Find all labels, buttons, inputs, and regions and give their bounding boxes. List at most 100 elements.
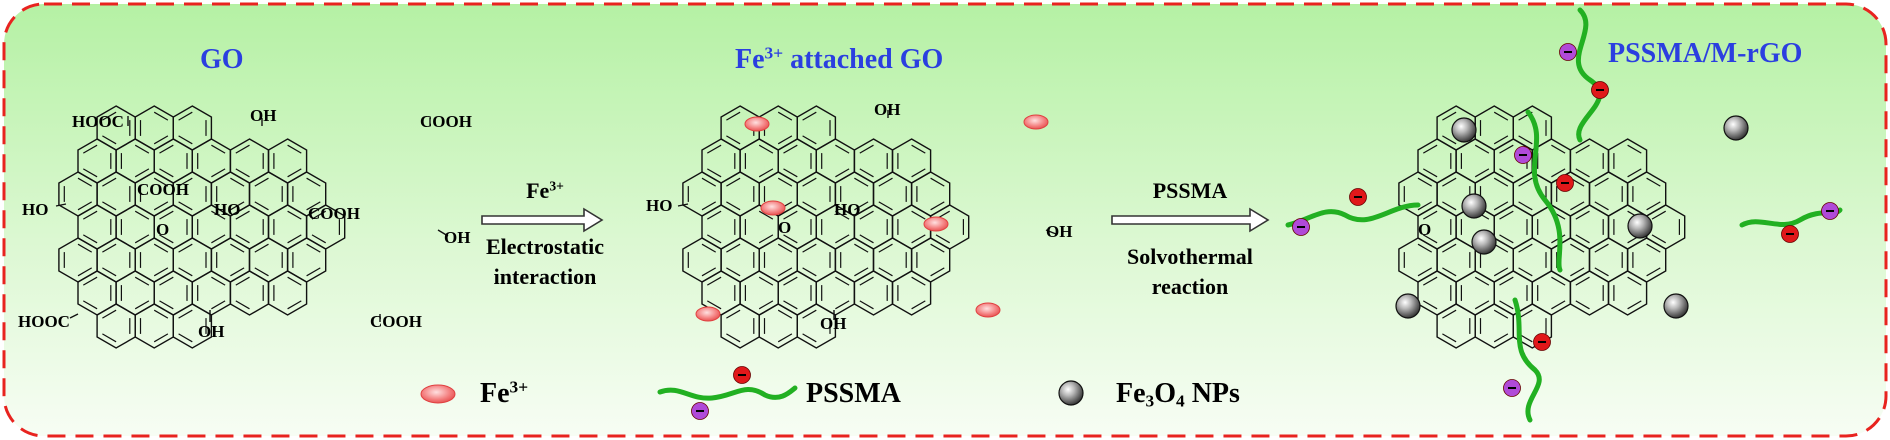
- go-title: GO: [200, 44, 244, 75]
- arrow-electrostatic: [481, 207, 604, 233]
- double-bond: [758, 300, 774, 310]
- double-bond: [1474, 144, 1490, 154]
- double-bond: [783, 144, 798, 154]
- double-bond: [254, 243, 269, 253]
- double-bond: [777, 309, 793, 319]
- hexagon-ring: [1607, 270, 1648, 316]
- substituent-bond: [55, 203, 67, 207]
- go-hooc-top: HOOC: [72, 112, 124, 131]
- double-bond: [235, 276, 250, 286]
- double-bond: [783, 276, 798, 286]
- go-ho-left: HO: [22, 200, 49, 219]
- double-bond: [1499, 234, 1514, 244]
- double-bond: [878, 243, 893, 253]
- double-bond: [1646, 201, 1661, 211]
- double-bond: [707, 234, 722, 244]
- pssma-mrgo-title: PSSMA/M-rGO: [1608, 38, 1803, 69]
- double-bond: [1646, 177, 1661, 187]
- go-hooc-bottom: HOOC: [18, 312, 70, 331]
- arrow1-bottom-line1: Electrostatic: [485, 234, 605, 259]
- hexagon-ring: [891, 270, 932, 316]
- double-bond: [287, 234, 302, 244]
- double-bond: [159, 300, 174, 310]
- double-bond: [77, 177, 92, 187]
- double-bond: [1417, 267, 1432, 277]
- double-bond: [159, 276, 174, 286]
- double-bond: [707, 168, 722, 178]
- substituent-bond: [69, 313, 79, 319]
- fe-attached-go-structure: [677, 105, 1057, 349]
- legend-pssma-label: PSSMA: [806, 378, 901, 409]
- fego-oh-top: OH: [874, 100, 901, 119]
- double-bond: [1499, 168, 1514, 178]
- double-bond: [1646, 267, 1661, 277]
- double-bond: [854, 243, 869, 253]
- double-bond: [134, 276, 150, 286]
- double-bond: [1627, 276, 1642, 286]
- double-bond: [1442, 177, 1457, 187]
- double-bond: [235, 168, 250, 178]
- double-bond: [134, 234, 150, 244]
- double-bond: [911, 144, 926, 154]
- fego-oh-right: OH: [1046, 222, 1073, 241]
- pssma-chain: [1285, 202, 1421, 228]
- double-bond: [802, 309, 817, 319]
- double-bond: [1423, 144, 1438, 154]
- double-bond: [1594, 201, 1609, 211]
- double-bond: [230, 243, 245, 253]
- arrow2-top-label: PSSMA: [1152, 178, 1228, 203]
- fe3-ion: [760, 200, 786, 216]
- double-bond: [777, 267, 793, 277]
- double-bond: [77, 243, 92, 253]
- fe3-ion: [975, 302, 1001, 318]
- double-bond: [1651, 234, 1666, 244]
- double-bond: [178, 267, 193, 277]
- double-bond: [1442, 333, 1457, 343]
- double-bond: [707, 276, 722, 286]
- double-bond: [1551, 276, 1566, 286]
- double-bond: [758, 276, 774, 286]
- double-bond: [1594, 267, 1609, 277]
- double-bond: [1570, 201, 1585, 211]
- double-bond: [1518, 201, 1533, 211]
- double-bond: [1627, 300, 1642, 310]
- double-bond: [1627, 144, 1642, 154]
- hexagon-ring: [796, 303, 837, 349]
- fe3o4-nanoparticle: [1627, 213, 1653, 239]
- double-bond: [83, 276, 98, 286]
- double-bond: [1442, 135, 1457, 145]
- double-bond: [1417, 201, 1432, 211]
- double-bond: [911, 168, 926, 178]
- fe3o4-nanoparticle: [1451, 117, 1477, 143]
- double-bond: [802, 177, 817, 187]
- double-bond: [911, 234, 926, 244]
- double-bond: [758, 234, 774, 244]
- double-bond: [1575, 300, 1590, 310]
- double-bond: [254, 267, 269, 277]
- double-bond: [1575, 210, 1590, 220]
- double-bond: [1594, 243, 1609, 253]
- double-bond: [153, 111, 169, 121]
- double-bond: [287, 168, 302, 178]
- double-bond: [178, 111, 193, 121]
- double-bond: [287, 210, 302, 220]
- go-oh-right: OH: [444, 228, 471, 247]
- double-bond: [777, 333, 793, 343]
- double-bond: [311, 234, 326, 244]
- double-bond: [1518, 243, 1533, 253]
- go-o-epoxy: O: [156, 220, 170, 239]
- go-ho-inner: HO: [214, 200, 241, 219]
- double-bond: [211, 210, 226, 220]
- double-bond: [102, 333, 117, 343]
- double-bond: [835, 276, 850, 286]
- fego-ho-inner: HO: [834, 200, 861, 219]
- double-bond: [230, 267, 245, 277]
- go-structure: [55, 105, 449, 349]
- fego-ho-left: HO: [646, 196, 673, 215]
- double-bond: [83, 234, 98, 244]
- double-bond: [235, 300, 250, 310]
- double-bond: [254, 201, 269, 211]
- double-bond: [102, 135, 117, 145]
- legend-fe3o4-sphere-icon: [1058, 380, 1084, 406]
